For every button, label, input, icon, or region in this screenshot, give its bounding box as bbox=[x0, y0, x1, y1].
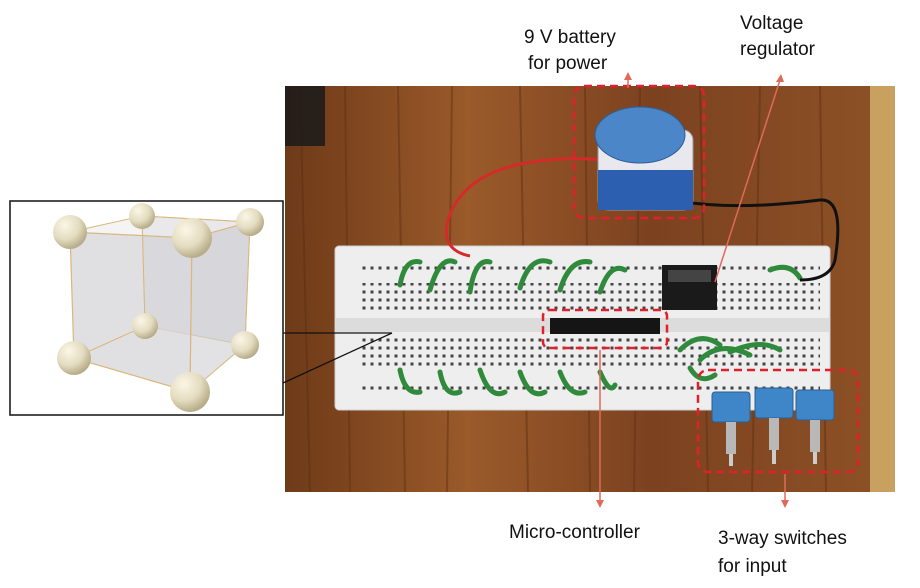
cube-model-inset bbox=[9, 200, 284, 416]
battery-icon bbox=[594, 106, 694, 211]
circuit-photo bbox=[285, 85, 895, 493]
voltage-regulator-icon bbox=[662, 265, 717, 310]
regulator-pointer bbox=[714, 79, 781, 283]
arrow-head bbox=[596, 500, 604, 508]
microcontroller-label: Micro-controller bbox=[509, 522, 640, 543]
battery-highlight-box bbox=[572, 84, 706, 220]
toggle-switch-icon bbox=[711, 387, 835, 466]
arrow-head bbox=[624, 72, 632, 80]
microcontroller-highlight-box bbox=[541, 308, 669, 350]
switches-label-line2: for input bbox=[718, 556, 787, 577]
jumper-wires bbox=[397, 258, 803, 397]
red-wire bbox=[444, 157, 611, 258]
regulator-label-line2: regulator bbox=[740, 39, 815, 60]
arrow-head bbox=[776, 74, 784, 82]
battery-label-line2: for power bbox=[528, 53, 608, 74]
cube-model-icon bbox=[53, 203, 264, 412]
regulator-label-line1: Voltage bbox=[740, 13, 804, 34]
battery-label-line1: 9 V battery bbox=[524, 27, 616, 48]
switches-highlight-box bbox=[696, 368, 860, 474]
zoom-connector-lines bbox=[282, 332, 393, 384]
microcontroller-chip-icon bbox=[550, 318, 660, 334]
arrow-head bbox=[781, 500, 789, 508]
switches-label-line1: 3-way switches bbox=[718, 528, 847, 549]
